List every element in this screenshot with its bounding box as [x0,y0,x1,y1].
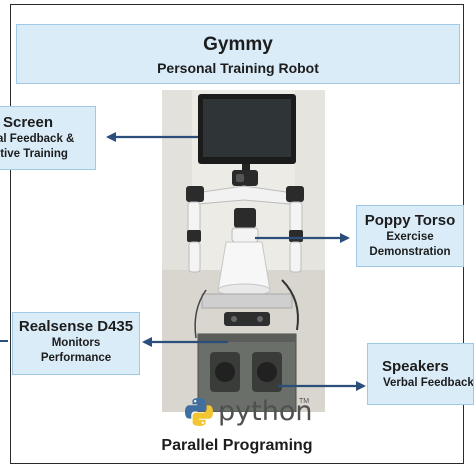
parallel-programming-caption: Parallel Programing [161,437,313,454]
python-wordmark: python [218,396,313,427]
screen-box: Screen al Feedback & itive Training [0,106,96,170]
realsense-line-2: Performance [40,352,112,364]
robot-photo [162,90,325,412]
speakers-line-1: Verbal Feedback [383,377,474,389]
title-main: Gymmy [203,34,273,55]
robot-illustration [162,90,325,412]
screen-heading: Screen [3,114,54,131]
speakers-heading: Speakers [382,358,449,375]
torso-line-1: Exercise [386,231,434,243]
screen-line-1: al Feedback & [0,133,75,145]
speakers-box: Speakers Verbal Feedback [367,343,474,405]
realsense-box: Realsense D435 Monitors Performance [12,312,140,375]
poppy-torso-box: Poppy Torso Exercise Demonstration [356,205,464,267]
torso-line-2: Demonstration [369,246,451,258]
python-logo-icon [185,398,213,426]
screen-device [198,94,296,174]
torso-heading: Poppy Torso [364,212,456,229]
screen-line-2: itive Training [0,148,68,160]
realsense-line-1: Monitors [51,337,101,349]
title-subtitle: Personal Training Robot [157,60,319,76]
offscreen-arrow-stub [0,340,8,342]
poppy-torso [186,185,304,297]
realsense-heading: Realsense D435 [18,318,134,335]
title-box: Gymmy Personal Training Robot [16,24,460,84]
realsense-camera [224,312,270,326]
python-trademark: TM [299,398,310,405]
speaker-box [197,333,297,412]
